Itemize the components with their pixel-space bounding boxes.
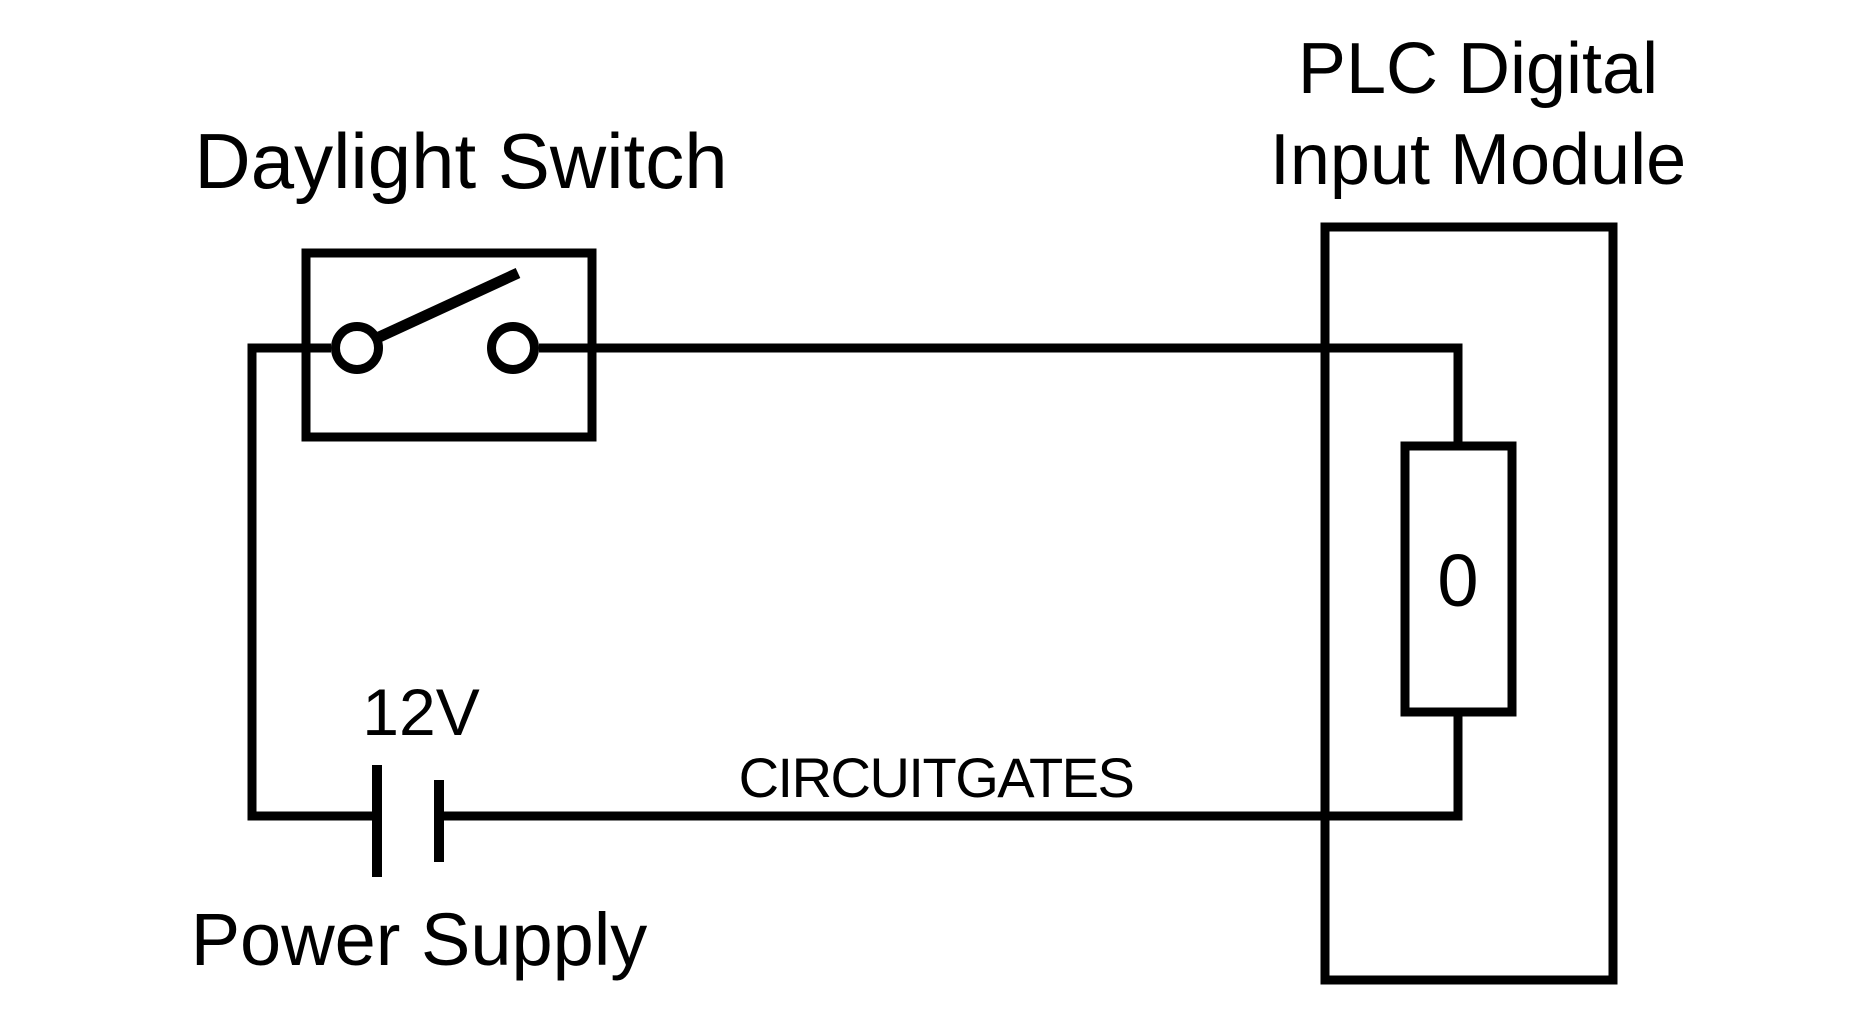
wire-switch-to-battery: [247, 343, 372, 821]
plc-module-box: [1320, 222, 1618, 985]
wiring-group: [247, 222, 1618, 985]
daylight-switch-label: Daylight Switch: [194, 117, 727, 205]
daylight-switch-box: [301, 248, 597, 442]
plc-input-channel-number: 0: [1437, 539, 1478, 622]
battery-voltage-label: 12V: [362, 675, 479, 749]
switch-right-terminal-icon: [487, 322, 539, 374]
plc-label-line1: PLC Digital: [1298, 29, 1658, 109]
watermark-text: CIRCUITGATES: [739, 746, 1134, 809]
plc-input-channel-box: [1400, 441, 1517, 717]
switch-left-terminal-icon: [331, 322, 383, 374]
wire-switch-to-plc-input: [539, 343, 1463, 446]
plc-label-line2: Input Module: [1270, 120, 1686, 200]
switch-lever-icon: [374, 268, 521, 343]
wire-battery-to-plc-common: [444, 712, 1463, 821]
power-supply-label: Power Supply: [191, 898, 648, 981]
